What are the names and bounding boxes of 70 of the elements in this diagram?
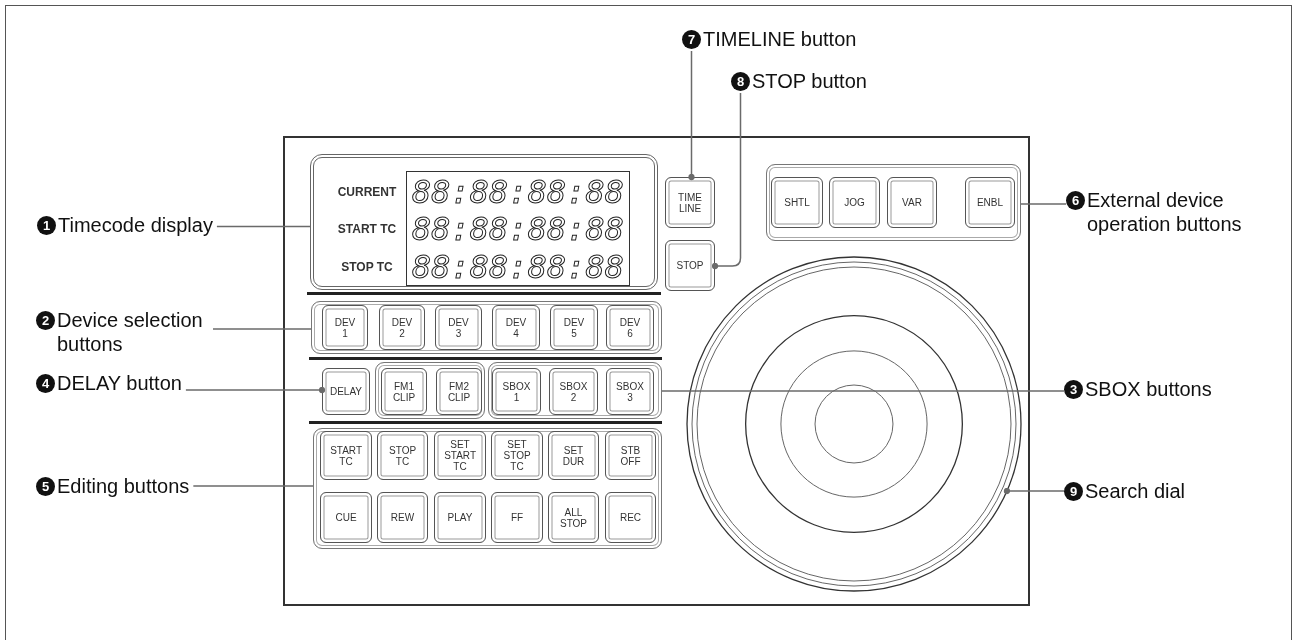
panel-button: DEV 5 [550,305,598,350]
timecode-readout: 88:88:88:88 [412,250,624,283]
panel-button: FM2 CLIP [436,368,482,415]
panel-button: SET DUR [548,431,599,480]
callout-label: Editing buttons [57,474,190,498]
callout-number: 6 [1066,190,1085,210]
panel-button: STOP TC [377,431,428,480]
callout-number: 8 [731,71,750,91]
panel-button: JOG [829,177,880,228]
display-label: STOP TC [341,260,393,273]
callout-label: External device operation buttons [1087,188,1243,236]
button-group-frame [766,164,1021,241]
callout-label: TIMELINE button [703,27,857,51]
panel-button: DEV 6 [606,305,654,350]
callout-number: 3 [1064,379,1083,399]
panel-button: DEV 4 [492,305,540,350]
panel-button: SBOX 2 [549,368,598,415]
panel-button: SBOX 3 [606,368,654,415]
display-label: CURRENT [337,185,397,198]
display-label: START TC [337,223,397,235]
leader-line [688,50,695,181]
leader-line [1003,487,1065,495]
callout-number: 4 [36,373,55,393]
button-group-frame [311,301,662,354]
panel-button: REW [377,492,428,543]
panel-button: DELAY [322,368,370,415]
panel-button: SBOX 1 [492,368,541,415]
leader-line [216,225,311,228]
callout-label: Search dial [1085,479,1186,503]
callout-number: 7 [682,29,701,49]
callout-number: 5 [36,476,55,496]
button-group-frame [488,362,662,419]
panel-button: ALL STOP [548,492,599,543]
panel-button: FF [491,492,543,543]
panel-button: SET STOP TC [491,431,543,480]
panel-button: STB OFF [605,431,656,480]
callout-label: Timecode display [58,213,213,237]
callout-number: 1 [37,215,56,235]
panel-button: DEV 1 [322,305,368,350]
callout-label: Device selection buttons [57,308,204,356]
panel-button: SET START TC [434,431,486,480]
panel-button: START TC [320,431,372,480]
panel-button: FM1 CLIP [381,368,427,415]
leader-line [192,485,314,487]
leader-line [185,386,326,394]
timecode-display [310,154,658,290]
callout-number: 2 [36,310,55,330]
panel-button: VAR [887,177,937,228]
panel-button: DEV 3 [435,305,482,350]
leader-line [661,390,1065,392]
control-panel [283,136,1030,606]
callout-label: STOP button [752,69,867,93]
callout-label: SBOX buttons [1085,377,1212,401]
panel-button: PLAY [434,492,486,543]
timecode-readout: 88:88:88:88 [412,213,624,245]
panel-button: DEV 2 [379,305,425,350]
button-group-frame [375,362,485,419]
callout-label: DELAY button [57,371,182,395]
button-group-frame [313,428,662,549]
panel-button: SHTL [771,177,823,228]
timecode-readout: 88:88:88:88 [412,175,624,208]
panel-button: CUE [320,492,372,543]
panel-button: ENBL [965,177,1015,228]
leader-line [1020,203,1067,205]
leader-line [212,328,312,330]
callout-number: 9 [1064,481,1083,501]
panel-button: REC [605,492,656,543]
panel-button: STOP [665,240,715,291]
panel-button: TIME LINE [665,177,715,228]
leader-line [711,92,742,270]
